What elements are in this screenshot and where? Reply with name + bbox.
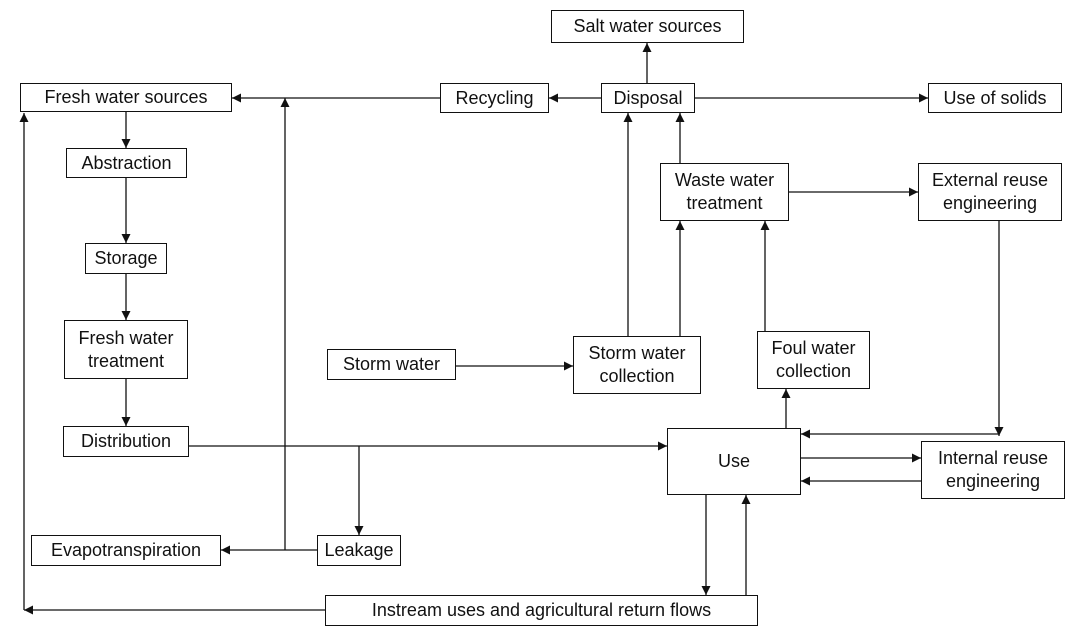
node-instream-uses: Instream uses and agricultural return fl… [325, 595, 758, 626]
node-fresh-water-treatment: Fresh water treatment [64, 320, 188, 379]
node-storm-water: Storm water [327, 349, 456, 380]
node-use-of-solids: Use of solids [928, 83, 1062, 113]
node-storm-water-collection: Storm water collection [573, 336, 701, 394]
node-recycling: Recycling [440, 83, 549, 113]
node-abstraction: Abstraction [66, 148, 187, 178]
node-distribution: Distribution [63, 426, 189, 457]
node-evapotranspiration: Evapotranspiration [31, 535, 221, 566]
node-external-reuse-engineering: External reuse engineering [918, 163, 1062, 221]
node-disposal: Disposal [601, 83, 695, 113]
node-salt-water-sources: Salt water sources [551, 10, 744, 43]
node-use: Use [667, 428, 801, 495]
node-foul-water-collection: Foul water collection [757, 331, 870, 389]
node-waste-water-treatment: Waste water treatment [660, 163, 789, 221]
node-storage: Storage [85, 243, 167, 274]
node-internal-reuse-engineering: Internal reuse engineering [921, 441, 1065, 499]
node-leakage: Leakage [317, 535, 401, 566]
node-fresh-water-sources: Fresh water sources [20, 83, 232, 112]
